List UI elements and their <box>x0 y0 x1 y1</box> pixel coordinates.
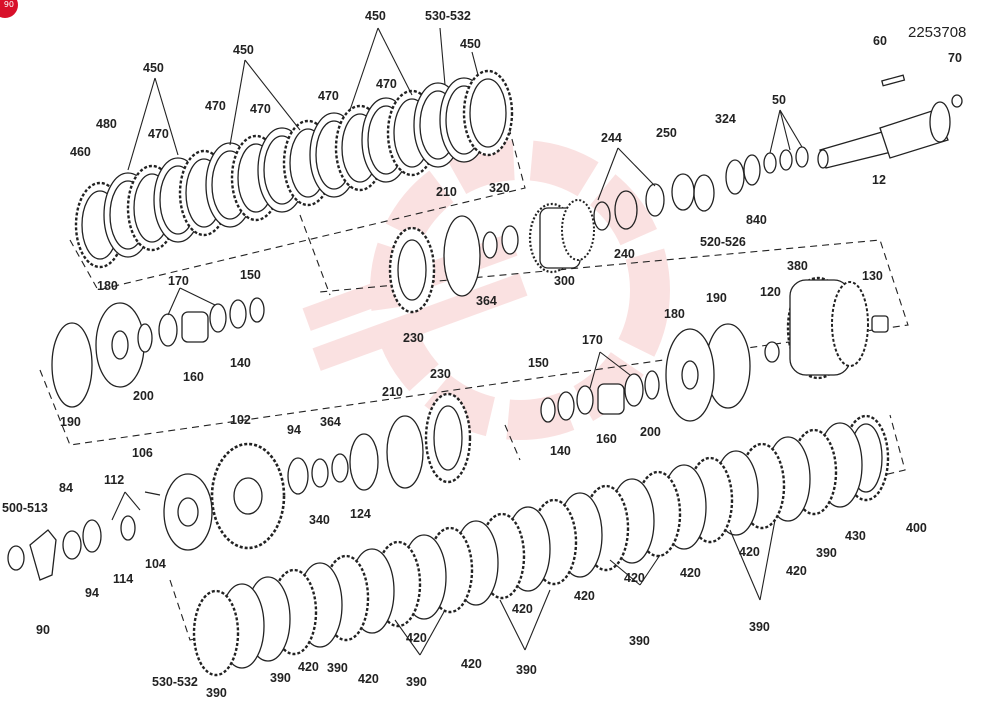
part-label: 470 <box>318 89 339 103</box>
part-label: 160 <box>183 370 204 384</box>
part-label: 390 <box>327 661 348 675</box>
planetary-gear-set <box>388 199 595 314</box>
part-label: 400 <box>906 521 927 535</box>
part-label: 250 <box>656 126 677 140</box>
part-label: 190 <box>60 415 81 429</box>
part-label: 420 <box>739 545 760 559</box>
group-boundaries <box>39 112 909 641</box>
part-label: 420 <box>786 564 807 578</box>
part-label: 170 <box>168 274 189 288</box>
diagram-code: 2253708 <box>908 24 966 41</box>
part-label: 420 <box>624 571 645 585</box>
part-label: 840 <box>746 213 767 227</box>
part-label: 420 <box>461 657 482 671</box>
part-label: 390 <box>629 634 650 648</box>
part-label: 420 <box>574 589 595 603</box>
part-label: 230 <box>430 367 451 381</box>
part-label: 120 <box>760 285 781 299</box>
part-label: 300 <box>554 274 575 288</box>
part-label: 150 <box>240 268 261 282</box>
part-label: 390 <box>270 671 291 685</box>
row4-clutch-pack <box>192 414 890 677</box>
part-number-labels: 2253708 460 480 450 470 470 450 470 470 … <box>2 9 966 700</box>
part-label: 470 <box>205 99 226 113</box>
part-label: 364 <box>320 415 341 429</box>
part-label: 114 <box>113 572 133 586</box>
part-label: 102 <box>230 413 251 427</box>
part-label: 240 <box>614 247 635 261</box>
part-label: 170 <box>582 333 603 347</box>
part-label: 60 <box>873 34 887 48</box>
part-label: 470 <box>250 102 271 116</box>
part-label: 130 <box>862 269 883 283</box>
part-label: 160 <box>596 432 617 446</box>
part-label: 320 <box>489 181 510 195</box>
part-label: 460 <box>70 145 91 159</box>
part-label: 150 <box>528 356 549 370</box>
row1-rings-right <box>593 146 809 231</box>
part-label: 200 <box>133 389 154 403</box>
row1-plate-stack <box>74 69 514 269</box>
part-label: 210 <box>436 185 457 199</box>
part-label: 390 <box>516 663 537 677</box>
part-label: 70 <box>948 51 962 65</box>
part-label: 210 <box>382 385 403 399</box>
input-shaft <box>817 74 963 169</box>
corner-badge: 90 <box>0 0 18 18</box>
part-label: 180 <box>97 279 118 293</box>
part-label: 140 <box>550 444 571 458</box>
part-label: 480 <box>96 117 117 131</box>
part-label: 200 <box>640 425 661 439</box>
part-label: 94 <box>287 423 301 437</box>
part-label: 420 <box>298 660 319 674</box>
part-label: 450 <box>460 37 481 51</box>
part-label: 124 <box>350 507 371 521</box>
row2-left-pistons <box>51 297 265 408</box>
part-label: 390 <box>749 620 770 634</box>
part-label: 450 <box>143 61 164 75</box>
part-label: 420 <box>406 631 427 645</box>
part-label: 390 <box>816 546 837 560</box>
part-label: 530-532 <box>152 675 198 689</box>
leader-lines <box>111 27 803 656</box>
part-label: 380 <box>787 259 808 273</box>
part-label: 12 <box>872 173 886 187</box>
row3-gear-and-rings <box>7 392 472 581</box>
part-label: 104 <box>145 557 166 571</box>
part-label: 420 <box>358 672 379 686</box>
part-label: 90 <box>36 623 50 637</box>
part-label: 84 <box>59 481 73 495</box>
part-label: 106 <box>132 446 153 460</box>
part-label: 180 <box>664 307 685 321</box>
part-label: 420 <box>512 602 533 616</box>
part-label: 470 <box>376 77 397 91</box>
part-label: 520-526 <box>700 235 746 249</box>
row2-right-drum <box>540 276 889 423</box>
part-label: 430 <box>845 529 866 543</box>
part-label: 530-532 <box>425 9 471 23</box>
part-label: 364 <box>476 294 497 308</box>
part-label: 94 <box>85 586 99 600</box>
part-label: 50 <box>772 93 786 107</box>
part-label: 140 <box>230 356 251 370</box>
part-label: 230 <box>403 331 424 345</box>
part-label: 244 <box>601 131 622 145</box>
part-label: 324 <box>715 112 736 126</box>
part-label: 190 <box>706 291 727 305</box>
part-label: 450 <box>233 43 254 57</box>
part-label: 500-513 <box>2 501 48 515</box>
part-label: 450 <box>365 9 386 23</box>
part-label: 470 <box>148 127 169 141</box>
part-label: 390 <box>406 675 427 689</box>
part-label: 340 <box>309 513 330 527</box>
part-label: 112 <box>104 473 124 487</box>
part-label: 420 <box>680 566 701 580</box>
part-label: 390 <box>206 686 227 700</box>
